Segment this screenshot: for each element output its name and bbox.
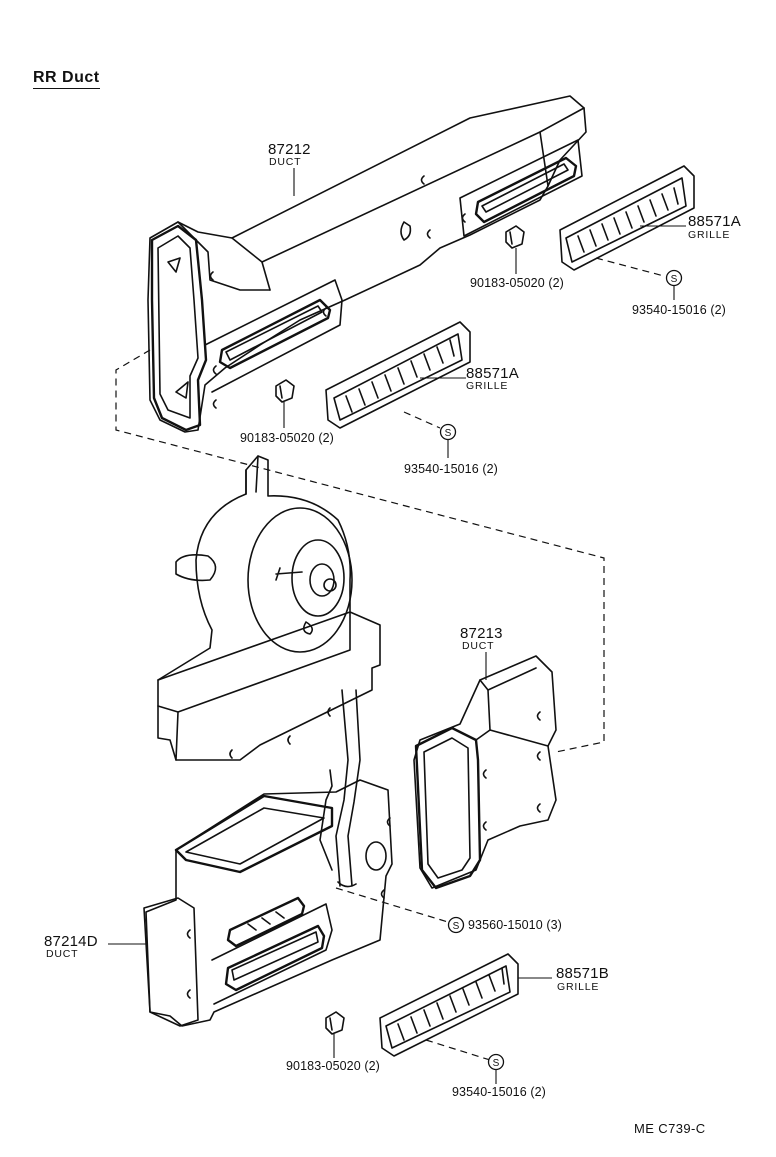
svg-text:S: S — [453, 921, 460, 932]
part-qty-screw-upper: 93540-15016 (2) — [632, 303, 726, 317]
screw-symbol-middle: S — [439, 423, 457, 441]
grille-88571b-drawing — [379, 953, 519, 1057]
assembly-line-screw-middle — [403, 411, 441, 429]
part-number-88571a-upper: 88571A — [688, 213, 741, 230]
clip-90183-lower-drawing — [325, 1011, 345, 1035]
part-qty-clip-middle: 90183-05020 (2) — [240, 431, 334, 445]
assembly-line-left — [115, 349, 605, 753]
part-name-87212: DUCT — [269, 156, 302, 168]
blower-unit-drawing — [157, 455, 381, 761]
part-name-88571a-middle: GRILLE — [466, 380, 509, 392]
part-name-88571a-upper: GRILLE — [688, 229, 731, 241]
assembly-line-screw-bottom — [425, 1039, 491, 1061]
svg-text:S: S — [493, 1058, 500, 1069]
side-duct-87213-drawing — [413, 655, 557, 890]
assembly-line-screw-upper — [595, 257, 665, 277]
part-qty-screw-lower: 93560-15010 (3) — [468, 918, 562, 932]
part-number-88571a-middle: 88571A — [466, 365, 519, 382]
upper-duct-87212-drawing — [147, 95, 587, 433]
clip-90183-upper-drawing — [505, 225, 525, 249]
grille-88571a-upper-drawing — [559, 165, 695, 271]
part-number-87214d: 87214D — [44, 933, 98, 950]
svg-text:S: S — [671, 274, 678, 285]
part-qty-clip-upper: 90183-05020 (2) — [470, 276, 564, 290]
svg-text:S: S — [445, 428, 452, 439]
part-number-87212: 87212 — [268, 141, 311, 158]
screw-symbol-bottom: S — [487, 1053, 505, 1071]
lower-duct-87214d-drawing — [143, 689, 393, 1027]
part-name-88571b: GRILLE — [557, 981, 600, 993]
assembly-line-screw-lower — [335, 887, 449, 923]
part-name-87214d: DUCT — [46, 948, 79, 960]
part-number-87213: 87213 — [460, 625, 503, 642]
diagram-title: RR Duct — [33, 70, 100, 89]
clip-90183-middle-drawing — [275, 379, 295, 403]
figure-code: ME C739-C — [634, 1121, 706, 1136]
part-qty-screw-bottom: 93540-15016 (2) — [452, 1085, 546, 1099]
grille-88571a-middle-drawing — [325, 321, 471, 429]
part-qty-clip-lower: 90183-05020 (2) — [286, 1059, 380, 1073]
part-number-88571b: 88571B — [556, 965, 609, 982]
part-qty-screw-middle: 93540-15016 (2) — [404, 462, 498, 476]
screw-symbol-upper: S — [665, 269, 683, 287]
part-name-87213: DUCT — [462, 640, 495, 652]
screw-symbol-lower: S — [447, 916, 465, 934]
